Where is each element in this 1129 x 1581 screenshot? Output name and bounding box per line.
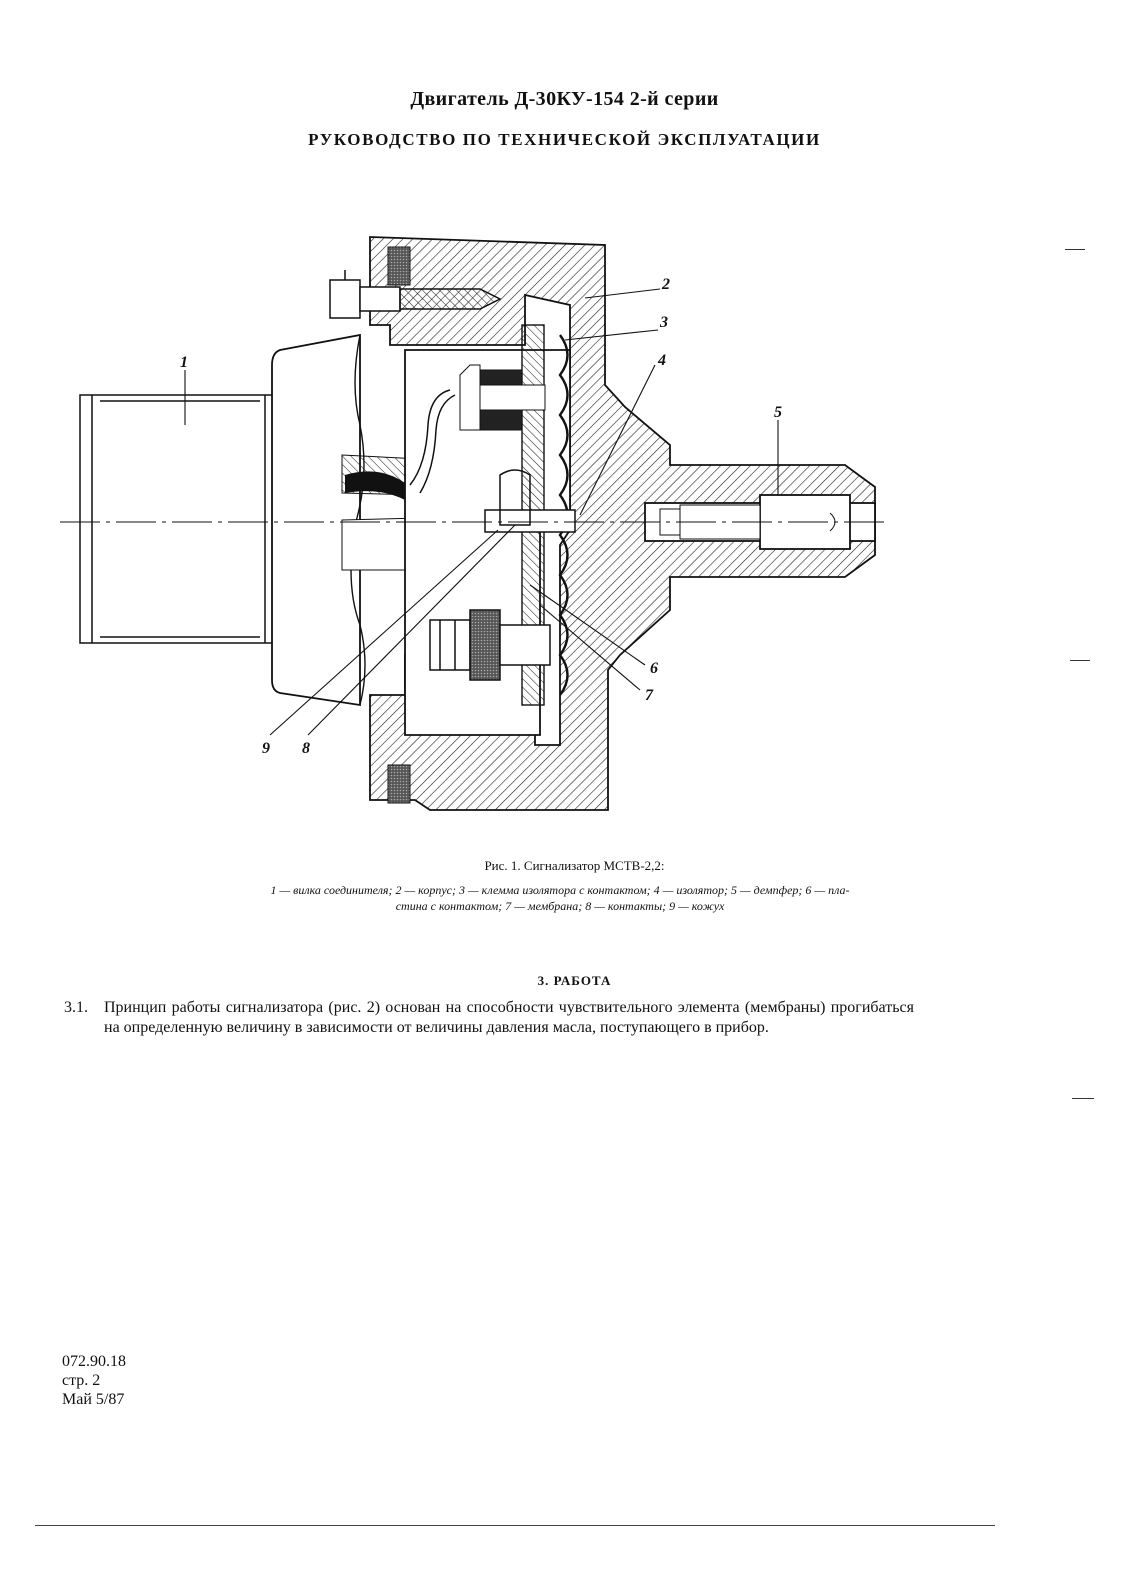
callout-6: 6	[650, 660, 658, 677]
scan-mark	[1070, 660, 1090, 661]
cover	[271, 333, 361, 707]
callout-2: 2	[661, 276, 670, 293]
callout-1: 1	[180, 354, 188, 371]
figure-legend-line-1: 1 — вилка соединителя; 2 — корпус; 3 — к…	[270, 883, 850, 897]
figure-legend-line-2: стина с контактом; 7 — мембрана; 8 — кон…	[395, 898, 725, 913]
doc-number: 072.90.18	[62, 1353, 126, 1370]
revision-date: Май 5/87	[62, 1391, 125, 1408]
callout-5: 5	[774, 404, 782, 421]
document-title: Двигатель Д-30КУ-154 2-й серии	[410, 88, 719, 110]
document-subtitle: РУКОВОДСТВО ПО ТЕХНИЧЕСКОЙ ЭКСПЛУАТАЦИИ	[308, 130, 821, 149]
callout-3: 3	[659, 314, 668, 331]
figure-legend: 1 — вилка соединителя; 2 — корпус; 3 — к…	[60, 883, 1060, 914]
callout-9: 9	[262, 740, 270, 757]
paragraph-number: 3.1.	[64, 999, 88, 1016]
section-heading: 3. РАБОТА	[537, 973, 612, 988]
callout-4: 4	[657, 352, 666, 369]
section-paragraph: 3.1. Принцип работы сигнализатора (рис. …	[64, 998, 914, 1038]
scan-mark	[1072, 1098, 1094, 1099]
connector-plug	[79, 394, 281, 644]
signalizer-cross-section-drawing: 1 2 3 4 5 6 7 8 9	[60, 236, 890, 811]
paragraph-text: Принцип работы сигнализатора (рис. 2) ос…	[104, 999, 914, 1036]
scan-mark	[1065, 249, 1085, 250]
page-number: стр. 2	[62, 1372, 101, 1389]
bottom-rule	[35, 1525, 995, 1526]
callout-7: 7	[645, 687, 654, 704]
figure-caption: Рис. 1. Сигнализатор МСТВ-2,2:	[484, 858, 665, 873]
page-footer: 072.90.18 стр. 2 Май 5/87	[62, 1352, 126, 1409]
callout-8: 8	[302, 740, 310, 757]
body-housing	[369, 236, 876, 811]
